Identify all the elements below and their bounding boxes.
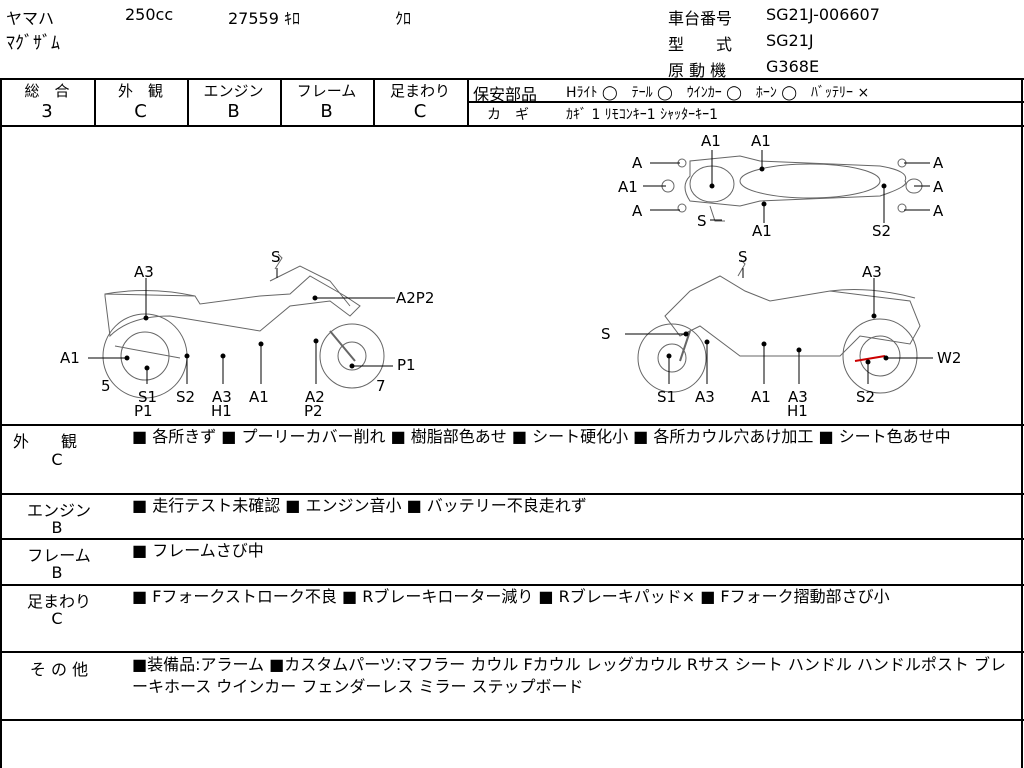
diagram-label: A2 — [305, 388, 325, 406]
grade-engine-label: エンジン — [203, 82, 264, 100]
diagram-label: A2P2 — [396, 289, 434, 307]
engine-label: 原 動 機 — [668, 61, 727, 80]
diagram-label: A1 — [618, 178, 638, 196]
diagram-label: A — [632, 154, 643, 172]
model-name: ﾏｸﾞｻﾞﾑ — [6, 33, 60, 54]
diagram-label: A3 — [788, 388, 808, 406]
chassis-value: SG21J-006607 — [766, 5, 880, 24]
diagram-label: S2 — [856, 388, 875, 406]
diagram-label: H1 — [787, 402, 808, 420]
left-side-labels: A3 S A2P2 A1 P1 5 7 S1 P1 S2 A3 H1 A1 A2… — [60, 248, 434, 420]
diagram-label: H1 — [211, 402, 232, 420]
diagram-label: A1 — [751, 388, 771, 406]
diagram-label: A3 — [695, 388, 715, 406]
diagram-label: S — [697, 212, 707, 230]
key-value: ｶｷﾞ 1 ﾘﾓｺﾝｷｰ1 ｼｬｯﾀｰｷｰ1 — [566, 107, 719, 123]
diagram-label: A — [933, 178, 944, 196]
section-suspension-title: 足まわり — [26, 592, 91, 611]
grade-frame-label: フレーム — [296, 82, 357, 100]
type-label: 型 式 — [668, 35, 733, 54]
safety-label: 保安部品 — [473, 85, 538, 104]
section-exterior-grade: C — [51, 450, 63, 469]
section-exterior-title: 外 観 — [12, 432, 77, 451]
divider — [0, 719, 1024, 721]
diagram-label: S — [271, 248, 281, 266]
section-suspension-text: ■ Fフォークストローク不良 ■ Rブレーキローター減り ■ Rブレーキパッド×… — [132, 587, 890, 606]
section-frame-text: ■ フレームさび中 — [132, 541, 264, 560]
diagram-label: A1 — [751, 132, 771, 150]
section-engine-grade: B — [51, 518, 63, 537]
diagram-label: S1 — [138, 388, 157, 406]
color: ｸﾛ — [395, 9, 412, 28]
diagram-label: S1 — [657, 388, 676, 406]
divider — [373, 78, 375, 125]
divider — [0, 78, 2, 768]
divider — [0, 424, 1024, 426]
section-other-title: そ の 他 — [29, 660, 89, 679]
scooter-left-side-drawing — [102, 253, 385, 399]
top-view-labels: A1 A1 A A1 A S A1 A A A S2 — [618, 132, 944, 240]
divider — [467, 78, 469, 125]
divider — [0, 584, 1024, 586]
grade-overall-label: 総 合 — [24, 82, 70, 100]
diagram-label: S2 — [872, 222, 891, 240]
damage-diagram: A3 S A2P2 A1 P1 5 7 S1 P1 S2 A3 H1 A1 A2… — [60, 132, 961, 420]
chassis-label: 車台番号 — [668, 9, 733, 28]
section-frame-grade: B — [51, 563, 63, 582]
diagram-label: S2 — [176, 388, 195, 406]
diagram-label: 7 — [376, 377, 386, 395]
divider — [280, 78, 282, 125]
divider — [187, 78, 189, 125]
diagram-label: A3 — [134, 263, 154, 281]
section-suspension-grade: C — [51, 609, 63, 628]
mileage: 27559 ｷﾛ — [228, 9, 300, 28]
key-label: カ ギ — [487, 107, 529, 123]
grade-suspension-label: 足まわり — [389, 82, 450, 100]
engine-cc: 250cc — [125, 5, 174, 24]
engine-value: G368E — [766, 57, 820, 76]
diagram-label: A1 — [701, 132, 721, 150]
diagram-label: A3 — [862, 263, 882, 281]
grade-exterior-label: 外 観 — [117, 82, 163, 100]
divider — [0, 125, 1024, 127]
divider — [0, 538, 1024, 540]
diagram-label: S — [601, 325, 611, 343]
diagram-label: A1 — [60, 349, 80, 367]
divider — [0, 493, 1024, 495]
diagram-label: 5 — [101, 377, 111, 395]
section-engine-text: ■ 走行テスト未確認 ■ エンジン音小 ■ バッテリー不良走れず — [132, 496, 587, 515]
grade-overall-value: 3 — [41, 101, 53, 122]
diagram-label: P2 — [304, 402, 323, 420]
section-engine-title: エンジン — [26, 501, 91, 520]
diagram-label: P1 — [397, 356, 416, 374]
diagram-label: A — [632, 202, 643, 220]
divider — [468, 101, 1024, 103]
divider — [1021, 78, 1023, 768]
diagram-label: A — [933, 202, 944, 220]
scooter-top-view-drawing — [661, 155, 923, 222]
diagram-label: S — [738, 248, 748, 266]
scooter-right-side-drawing — [637, 259, 921, 394]
type-value: SG21J — [766, 31, 814, 50]
diagram-label: A — [933, 154, 944, 172]
diagram-label: A1 — [249, 388, 269, 406]
grade-frame-value: B — [320, 101, 333, 122]
safety-items: Hﾗｲﾄ ◯ ﾃｰﾙ ◯ ｳｲﾝｶｰ ◯ ﾎｰﾝ ◯ ﾊﾞｯﾃﾘｰ × — [566, 85, 870, 101]
divider — [94, 78, 96, 125]
diagram-label: A3 — [212, 388, 232, 406]
diagram-label: W2 — [937, 349, 961, 367]
divider — [0, 78, 1024, 80]
diagram-label: A1 — [752, 222, 772, 240]
maker: ヤマハ — [6, 9, 55, 28]
grade-exterior-value: C — [134, 101, 147, 122]
section-other-text: ■装備品:アラーム ■カスタムパーツ:マフラー カウル Fカウル レッグカウル … — [132, 655, 1006, 696]
section-exterior-text: ■ 各所きず ■ プーリーカバー削れ ■ 樹脂部色あせ ■ シート硬化小 ■ 各… — [132, 427, 951, 446]
grade-suspension-value: C — [413, 101, 427, 122]
grade-engine-value: B — [227, 101, 240, 122]
diagram-label: P1 — [134, 402, 153, 420]
divider — [0, 651, 1024, 653]
section-frame-title: フレーム — [27, 546, 91, 565]
right-side-labels: S A3 S W2 S1 A3 A1 A3 H1 S2 — [601, 248, 961, 420]
